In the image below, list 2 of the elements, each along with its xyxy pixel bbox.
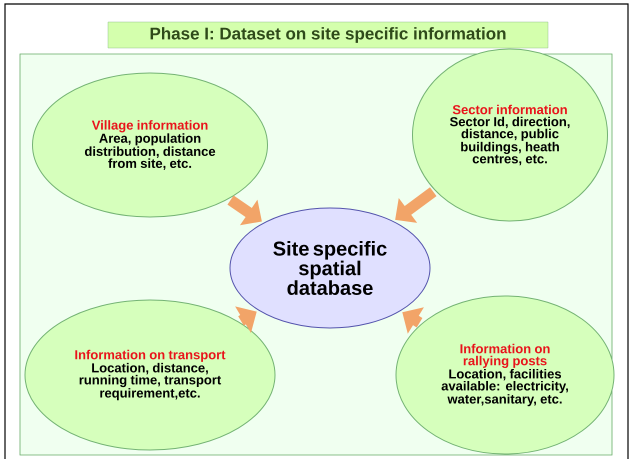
title-banner: Phase I: Dataset on site specific information bbox=[108, 22, 548, 48]
block-arrow bbox=[395, 187, 437, 223]
